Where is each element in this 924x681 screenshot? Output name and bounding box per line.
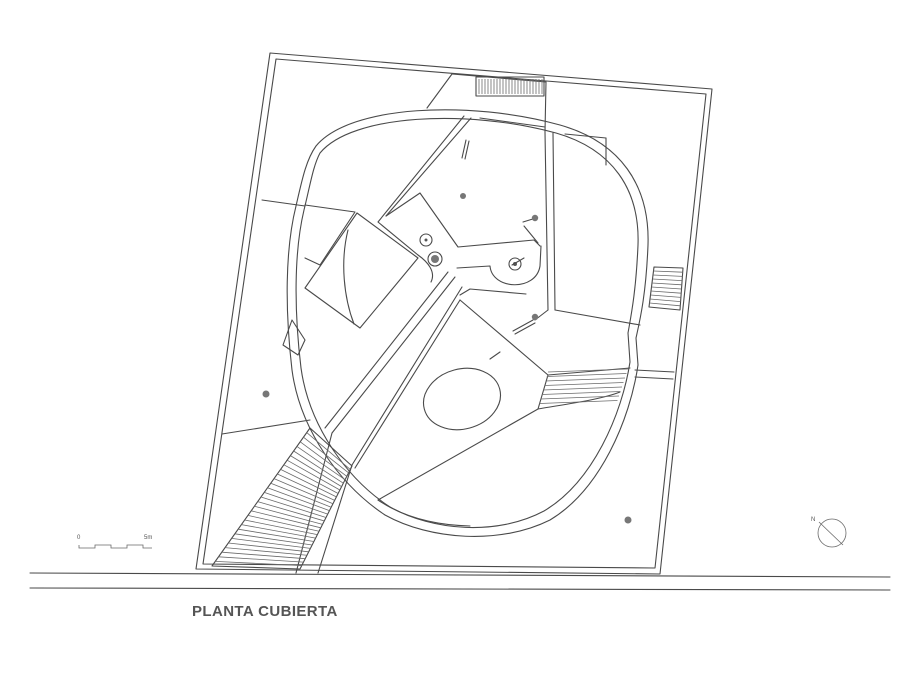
hatch-line [234, 533, 313, 546]
lower-room [354, 299, 631, 527]
site-boundary [195, 52, 713, 575]
drain-point [624, 516, 632, 524]
hatch-line [299, 441, 348, 477]
left-wing [282, 204, 434, 356]
hatch-line [273, 478, 334, 505]
ground-line [29, 572, 891, 591]
north-arrow: N [811, 517, 847, 548]
hatch-line [286, 459, 341, 491]
hatch-line [296, 446, 346, 481]
hatch-line [267, 487, 330, 512]
hatch-line [257, 501, 325, 522]
top-grating [475, 76, 545, 97]
hatch-line [539, 400, 618, 404]
main-shell [286, 109, 649, 537]
drain-point [531, 313, 539, 321]
hatch-line [650, 290, 682, 294]
hatch-line [547, 368, 629, 373]
hatch-line [544, 382, 624, 386]
hatch-line [650, 294, 681, 298]
hatch-line [280, 469, 337, 498]
hatch-line [247, 515, 320, 532]
hatch-line [652, 274, 683, 277]
hatch-line [244, 519, 318, 536]
hatch-line [293, 450, 344, 484]
lower-left-stair [211, 427, 353, 570]
hatch-line [254, 505, 323, 525]
hatch-line [306, 432, 351, 470]
hatch-line [277, 473, 335, 501]
hatch-line [264, 492, 328, 515]
hatch-line [221, 551, 306, 560]
scale-bar: 0 5m [77, 535, 152, 549]
hatch-line [540, 395, 620, 400]
hatch-line [228, 542, 309, 553]
drawing-title: PLANTA CUBIERTA [192, 603, 338, 620]
hatch-line [651, 282, 682, 286]
hatch-line [215, 561, 302, 566]
hatch-line [543, 386, 623, 391]
hatch-line [541, 391, 621, 395]
hatch-line [231, 538, 311, 549]
hatch-line [270, 482, 332, 508]
diagonal-ramp [295, 271, 463, 574]
scale-start-label: 0 [77, 535, 81, 541]
hatch-line [218, 556, 304, 563]
hatch-line [651, 286, 682, 290]
hatch-line [545, 377, 626, 382]
drain-point [262, 390, 270, 398]
right-stair [648, 266, 684, 311]
hatch-line [652, 278, 683, 281]
scale-end-label: 5m [144, 535, 152, 541]
hatch-line [251, 510, 321, 529]
hatch-line [241, 524, 316, 539]
hatch-line [260, 496, 327, 518]
hatch-line [225, 547, 307, 556]
partition-lines [221, 73, 675, 435]
hatch-line [290, 455, 342, 487]
hatch-line [546, 373, 627, 377]
hatch-line [303, 436, 349, 474]
drain-point [531, 214, 539, 222]
north-label: N [811, 517, 815, 523]
drain-point [460, 193, 466, 199]
fittings [419, 139, 539, 360]
hatch-line [649, 298, 681, 302]
upper-central-room [377, 115, 641, 326]
drain-points [262, 193, 632, 524]
hatch-line [238, 528, 314, 542]
hatch-line [283, 464, 339, 494]
hatch-line [653, 270, 683, 273]
hatch-line [649, 302, 681, 307]
